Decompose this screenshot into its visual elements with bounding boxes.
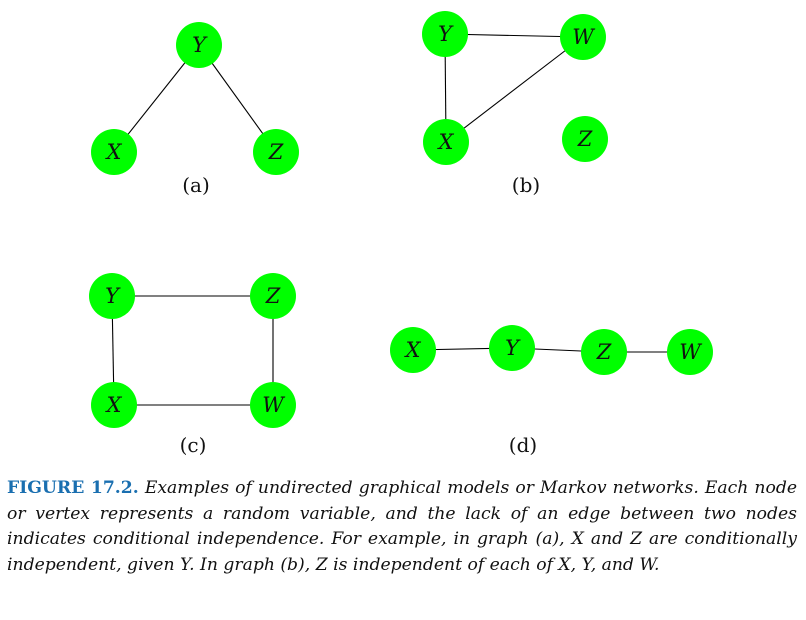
node-b-Z: Z (562, 116, 608, 162)
edge-b-X-W (445, 36, 584, 143)
node-label: X (105, 140, 123, 164)
node-b-X: X (423, 119, 469, 165)
graph-label-c: (c) (180, 433, 207, 457)
figure-caption: FIGURE 17.2. Examples of undirected grap… (7, 476, 797, 578)
graph-a: Y X Z (a) (91, 22, 299, 197)
node-label: Y (505, 336, 521, 360)
node-a-X: X (91, 129, 137, 175)
node-label: Z (596, 340, 612, 364)
caption-label: FIGURE 17.2. (7, 478, 139, 498)
graph-d: X Y Z W (d) (390, 325, 713, 457)
node-label: Z (265, 284, 281, 308)
node-d-W: W (667, 329, 713, 375)
node-label: Z (268, 140, 284, 164)
node-label: W (572, 25, 596, 49)
node-label: Y (192, 33, 208, 57)
node-d-Y: Y (489, 325, 535, 371)
node-b-Y: Y (422, 11, 468, 57)
figure-diagrams: Y X Z (a) Y W X Z (b) Y Z X W (c) X Y Z W (d) (89, 11, 713, 457)
node-label: X (437, 130, 455, 154)
graph-label-d: (d) (509, 433, 537, 457)
node-label: Z (577, 127, 593, 151)
node-label: Y (438, 22, 454, 46)
graph-label-a: (a) (182, 173, 210, 197)
node-label: W (679, 340, 703, 364)
node-a-Y: Y (176, 22, 222, 68)
graph-c: Y Z X W (c) (89, 273, 296, 457)
node-a-Z: Z (253, 129, 299, 175)
graph-b: Y W X Z (b) (422, 11, 608, 197)
graph-label-b: (b) (512, 173, 540, 197)
node-label: Y (105, 284, 121, 308)
node-label: X (404, 338, 422, 362)
node-d-X: X (390, 327, 436, 373)
node-d-Z: Z (581, 329, 627, 375)
node-c-Y: Y (89, 273, 135, 319)
node-b-W: W (560, 14, 606, 60)
node-label: W (262, 393, 286, 417)
edge-b-Y-W (444, 33, 584, 38)
node-c-Z: Z (250, 273, 296, 319)
node-c-X: X (91, 382, 137, 428)
node-c-W: W (250, 382, 296, 428)
node-label: X (105, 393, 123, 417)
caption-text: Examples of undirected graphical models … (7, 478, 798, 575)
